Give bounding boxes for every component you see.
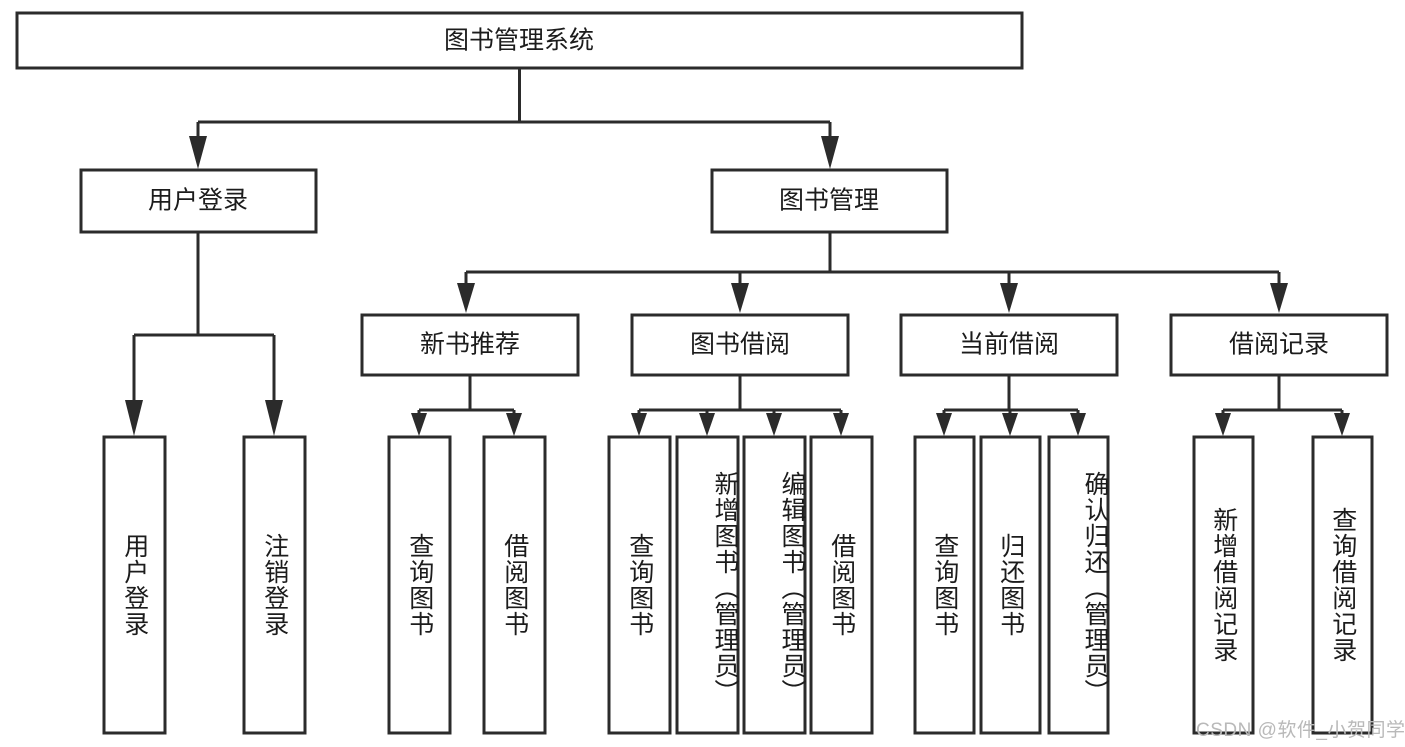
node-borrow-record-label: 借阅记录 bbox=[1229, 331, 1329, 359]
arrow-head-leaf-add-book bbox=[699, 413, 715, 436]
node-leaf-query-book-2-box[interactable] bbox=[607, 435, 672, 735]
node-new-book-recommend-label: 新书推荐 bbox=[420, 331, 520, 359]
node-new-book-recommend-box[interactable] bbox=[360, 313, 580, 377]
node-leaf-query-record-box[interactable] bbox=[1311, 435, 1374, 735]
arrow-head-leaf-query-book-1 bbox=[411, 413, 427, 436]
leaf-box-group bbox=[102, 435, 1374, 735]
node-leaf-user-login-box[interactable] bbox=[102, 435, 167, 735]
node-borrow-record-box[interactable] bbox=[1169, 313, 1389, 377]
connector-group-root-to-level2 bbox=[189, 68, 839, 169]
arrow-head-leaf-query-record bbox=[1334, 413, 1350, 436]
node-current-borrow-label: 当前借阅 bbox=[959, 331, 1059, 359]
node-root-label: 图书管理系统 bbox=[444, 27, 594, 55]
node-user-login-box[interactable] bbox=[79, 168, 318, 234]
connector-group-new-book-to-leaves bbox=[411, 375, 522, 436]
arrow-head-leaf-query-book-3 bbox=[936, 413, 952, 436]
node-leaf-logout-login-box[interactable] bbox=[242, 435, 307, 735]
arrow-head-leaf-borrow-book-1 bbox=[506, 413, 522, 436]
node-leaf-borrow-book-1-box[interactable] bbox=[482, 435, 547, 735]
node-book-borrow-label: 图书借阅 bbox=[690, 331, 790, 359]
connector-group-borrow-record-to-leaves bbox=[1215, 375, 1350, 436]
arrow-head-leaf-borrow-book-2 bbox=[833, 413, 849, 436]
node-leaf-confirm-return-box[interactable] bbox=[1047, 435, 1110, 735]
node-leaf-borrow-book-2-box[interactable] bbox=[809, 435, 874, 735]
node-book-borrow-box[interactable] bbox=[630, 313, 850, 377]
connector-group-book-borrow-to-leaves bbox=[631, 375, 849, 436]
arrow-head-leaf-user-login bbox=[125, 400, 143, 436]
node-book-borrow[interactable]: 图书借阅 bbox=[630, 313, 850, 377]
arrow-head-leaf-query-book-2 bbox=[631, 413, 647, 436]
arrow-head-book-borrow bbox=[731, 283, 749, 313]
node-leaf-query-book-1-box[interactable] bbox=[387, 435, 452, 735]
arrow-head-leaf-return-book bbox=[1002, 413, 1018, 436]
node-leaf-return-book-box[interactable] bbox=[979, 435, 1042, 735]
node-leaf-edit-book-box[interactable] bbox=[742, 435, 807, 735]
node-current-borrow[interactable]: 当前借阅 bbox=[899, 313, 1119, 377]
node-leaf-add-record-box[interactable] bbox=[1192, 435, 1255, 735]
node-leaf-query-book-3-box[interactable] bbox=[913, 435, 976, 735]
node-new-book-recommend[interactable]: 新书推荐 bbox=[360, 313, 580, 377]
node-current-borrow-box[interactable] bbox=[899, 313, 1119, 377]
node-book-manage[interactable]: 图书管理 bbox=[710, 168, 949, 234]
node-leaf-add-book-box[interactable] bbox=[675, 435, 740, 735]
arrow-head-borrow-record bbox=[1270, 283, 1288, 313]
connector-group-book-manage-to-level3 bbox=[457, 232, 1288, 313]
node-root-box[interactable] bbox=[15, 11, 1024, 70]
arrow-head-new-book-recommend bbox=[457, 283, 475, 313]
csdn-watermark: CSDN @软件_小贺同学 bbox=[1196, 720, 1405, 741]
connector-group-current-borrow-to-leaves bbox=[936, 375, 1086, 436]
arrow-head-leaf-add-record bbox=[1215, 413, 1231, 436]
node-user-login-label: 用户登录 bbox=[148, 187, 248, 215]
arrow-head-current-borrow bbox=[1000, 283, 1018, 313]
node-borrow-record[interactable]: 借阅记录 bbox=[1169, 313, 1389, 377]
arrow-head-leaf-edit-book bbox=[766, 413, 782, 436]
arrow-head-book-manage bbox=[821, 136, 839, 169]
connector-group-user-login-to-leaves bbox=[125, 232, 283, 436]
node-book-manage-box[interactable] bbox=[710, 168, 949, 234]
node-book-manage-label: 图书管理 bbox=[779, 187, 879, 215]
arrow-head-leaf-confirm-return bbox=[1070, 413, 1086, 436]
arrow-head-user-login bbox=[189, 136, 207, 169]
node-root[interactable]: 图书管理系统 bbox=[15, 11, 1024, 70]
node-user-login[interactable]: 用户登录 bbox=[79, 168, 318, 234]
arrow-head-leaf-logout-login bbox=[265, 400, 283, 436]
